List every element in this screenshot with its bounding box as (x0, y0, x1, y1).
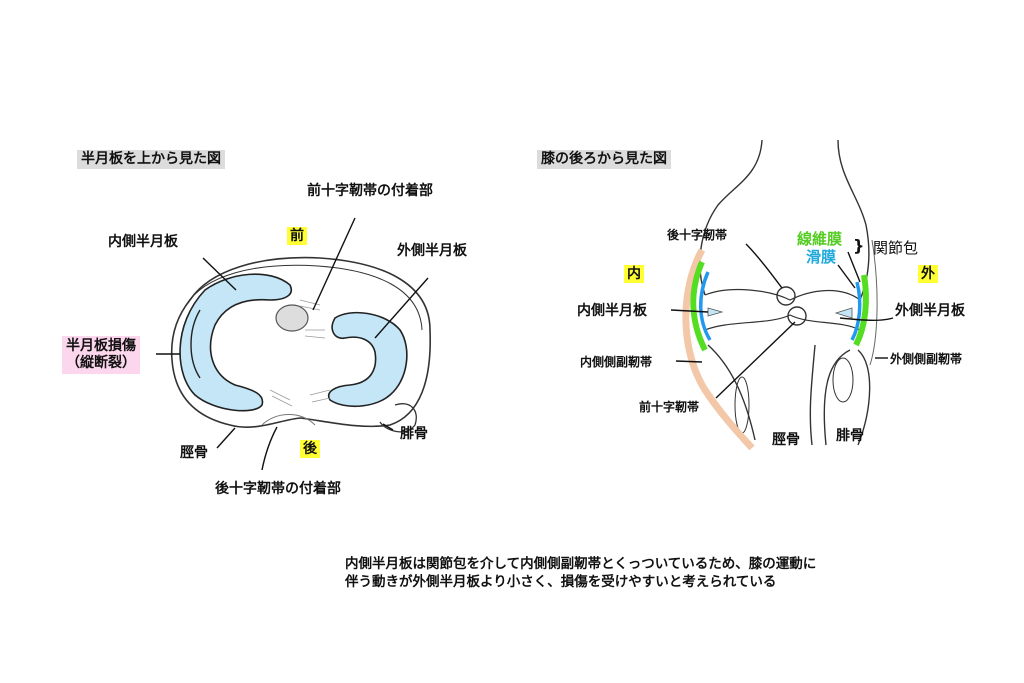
leader-pcl-attachment (261, 426, 278, 471)
lateral-meniscus-shape (328, 311, 408, 408)
leader-lateral-meniscus-r (839, 317, 894, 321)
label-fibula: 腓骨 (400, 426, 428, 442)
synovial-membrane-medial (699, 271, 712, 341)
tibial-plateau-outline (170, 256, 431, 428)
left-diagram-title: 半月板を上から見た図 (77, 150, 225, 169)
meniscus-top-view-drawing (156, 217, 431, 471)
lcl-band (869, 239, 878, 366)
label-pcl: 後十字靭帯 (667, 228, 728, 242)
label-fibrous-membrane: 線維膜 (797, 230, 843, 248)
label-medial-meniscus-r: 内側半月板 (577, 303, 647, 319)
leader-tibia (216, 427, 236, 449)
knee-posterior-view-drawing (670, 139, 894, 451)
label-lateral-side: 外 (918, 265, 938, 283)
synovial-membrane-lateral (850, 281, 862, 341)
leader-medial-meniscus (202, 257, 237, 291)
label-medial-meniscus: 内側半月板 (108, 234, 178, 250)
label-meniscus-injury: 半月板損傷 （縦断裂） (62, 336, 140, 374)
mcl-band (682, 248, 755, 451)
lateral-meniscus-wedge (834, 307, 853, 319)
tibia-outline (707, 344, 756, 441)
leader-mcl (675, 360, 703, 363)
label-front: 前 (287, 227, 307, 245)
label-acl: 前十字靭帯 (639, 400, 700, 414)
acl-attachment-oval (275, 304, 309, 332)
label-joint-capsule: 関節包 (873, 239, 919, 257)
acl-circle (787, 306, 807, 326)
right-diagram-title: 膝の後ろから見た図 (537, 150, 671, 169)
label-mcl: 内側側副靭帯 (580, 355, 653, 369)
label-fibula-r: 腓骨 (836, 428, 864, 444)
leader-fibula (382, 423, 394, 431)
leader-pcl (745, 243, 783, 289)
leader-acl (715, 321, 796, 399)
fibula-outline (823, 349, 851, 446)
leader-fibrous (847, 251, 861, 283)
leader-medial-meniscus-r (670, 309, 709, 313)
tear-line (190, 309, 201, 379)
label-injury-line1: 半月板損傷 (66, 338, 136, 354)
fibula-head-outline (379, 403, 417, 433)
label-back: 後 (300, 440, 320, 458)
leader-synovial (837, 264, 856, 289)
label-lateral-meniscus-r: 外側半月板 (895, 303, 965, 319)
medial-meniscus-shape (179, 273, 292, 412)
fibrous-membrane-medial (690, 260, 708, 352)
label-tibia-r: 脛骨 (772, 432, 800, 448)
pcl-circle (776, 286, 796, 306)
label-tibia: 脛骨 (180, 445, 208, 461)
label-acl-attachment: 前十字靭帯の付着部 (307, 183, 433, 199)
pcl-attachment-area (261, 414, 316, 426)
note-line-1: 内側半月板は関節包を介して内側側副靭帯とくっついているため、膝の運動に (345, 556, 817, 572)
leader-acl-attachment (312, 217, 356, 311)
fibrous-membrane-lateral (853, 274, 869, 347)
leader-lateral-meniscus (374, 277, 429, 339)
note-line-2: 伴う動きが外側半月板より小さく、損傷を受けやすいと考えられている (345, 574, 777, 590)
label-lateral-meniscus: 外側半月板 (397, 243, 467, 259)
label-synovial-membrane: 滑膜 (806, 248, 837, 266)
explanation-note: 内側半月板は関節包を介して内側側副靭帯とくっついているため、膝の運動に 伴う動き… (345, 555, 816, 591)
label-injury-line2: （縦断裂） (66, 355, 136, 371)
label-pcl-attachment: 後十字靭帯の付着部 (215, 481, 341, 497)
femur-outline (699, 139, 763, 296)
medial-meniscus-wedge (707, 307, 724, 317)
brace-icon: } (853, 236, 865, 255)
label-lcl: 外側側副靭帯 (890, 352, 963, 366)
label-medial-side: 内 (624, 265, 644, 283)
